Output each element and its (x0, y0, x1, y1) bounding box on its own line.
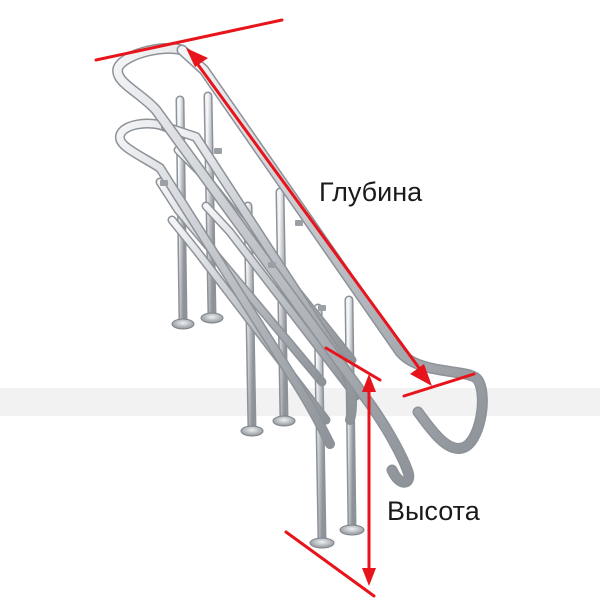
railing-structure (112, 42, 488, 549)
depth-arrowhead-top (186, 48, 208, 67)
height-arrowhead-top (362, 374, 376, 392)
upper-handrail (112, 42, 488, 488)
depth-arrowhead-bottom (410, 364, 432, 386)
depth-dimension-line (194, 60, 424, 374)
dimension-annotations (94, 18, 476, 598)
foot-plates (171, 312, 365, 549)
height-arrowhead-bottom (362, 568, 376, 586)
height-extension-bottom (284, 530, 376, 598)
depth-extension-top (94, 18, 284, 62)
depth-extension-bottom (402, 372, 476, 398)
bolt-details (160, 148, 326, 311)
depth-label: Глубина (319, 177, 423, 207)
height-extension-top (324, 346, 382, 382)
height-label: Высота (387, 496, 481, 526)
